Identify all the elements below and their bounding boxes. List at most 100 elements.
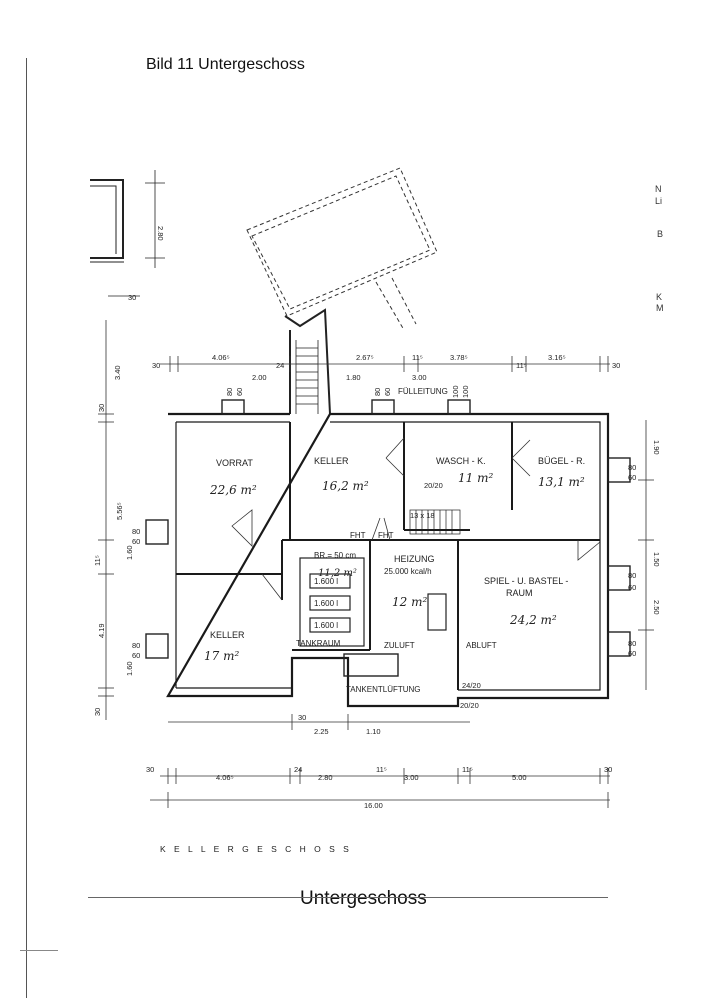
room-area-vorrat: 22,6 m² [209,483,257,497]
caption-rule [88,897,608,898]
dim-label: 80 [628,463,636,472]
room-area-keller: 16,2 m² [322,479,369,493]
dim-label: 80 [628,639,636,648]
dim-label: 80 [132,641,140,650]
fht-label: FHT [350,531,366,540]
dim-label: 24 [276,361,284,370]
dim-label: 30 [152,361,160,370]
terrace-outline [246,167,438,331]
dim-label: 80 [132,527,140,536]
room-name-vorrat: VORRAT [216,458,253,468]
dim-label: 30 [298,713,306,722]
dim-label: 80 [373,388,382,396]
dim-label: 60 [132,651,140,660]
dim-label: 30 [93,708,102,716]
room-name-keller-2: KELLER [210,630,245,640]
room-area-spielraum: 24,2 m² [509,613,557,627]
footer-line [20,950,58,951]
exterior-stair [284,308,331,415]
dim-label: 2.80 [318,773,333,782]
dim-label: 1.90 [652,440,661,455]
image-caption: Untergeschoss [300,888,427,909]
dim-label: 4.19 [97,623,106,638]
dim-label: 2.25 [314,727,329,736]
dim-label: 11⁵ [462,765,473,774]
door-swings [231,437,601,601]
dim-label: 11⁵ [376,765,387,774]
dim-label: 80 [225,388,234,396]
dim-label: 11⁵ [93,555,102,566]
room-name-waschkueche: WASCH - K. [436,456,486,466]
dim-label: 4.06⁵ [212,353,230,362]
dim-label: 3.16⁵ [548,353,566,362]
dim-label: 11⁵ [516,361,527,370]
dim-label: 100 [461,385,470,398]
dim-label: 1.60 [125,545,134,560]
dim-label: 1.80 [346,373,361,382]
room-name-spielraum: SPIEL - U. BASTEL - [484,576,568,586]
dim-label: 60 [383,388,392,396]
dim-label: 11⁵ [412,353,423,362]
opening-size-label: 20/20 [460,701,479,710]
room-name-heizung: HEIZUNG [394,554,435,564]
fht-label: FHT [378,531,394,540]
cut-off-text: M [656,303,664,313]
room-area-waschkueche: 11 m² [458,471,493,485]
inset-detail [90,170,165,297]
dim-label: 2.00 [252,373,267,382]
dim-label: 100 [451,385,460,398]
fill-line-label: FÜLLEITUNG [398,387,448,396]
dim-label: 24 [294,765,302,774]
tank-capacity: 1.600 l [314,599,338,608]
stair-treads [296,347,318,405]
tank-vent-label: TANKENTLÜFTUNG [346,685,421,694]
dim-label: 60 [132,537,140,546]
dim-label: 60 [628,583,636,592]
tank-room-area: 11,2 m² [318,568,357,579]
room-name-tankraum: TANKRAUM [296,639,341,648]
cut-off-text: K [656,292,663,302]
oil-tanks [299,557,447,647]
dim-label: 5.56⁵ [115,502,124,520]
dim-label: 30 [97,404,106,412]
dimension-lines [98,320,654,808]
heating-capacity: 25.000 kcal/h [384,567,432,576]
opening-size-label: 24/20 [462,681,481,690]
sheet-label: K E L L E R G E S C H O S S [160,844,352,854]
page-title: Bild 11 Untergeschoss [146,56,305,73]
exhaust-air-label: ABLUFT [466,641,497,650]
dim-label: 60 [235,388,244,396]
dim-label: 3.40 [113,365,122,380]
dim-label: 2.50 [652,600,661,615]
dim-label: 3.78⁵ [450,353,468,362]
cut-off-text: Li [655,196,663,206]
room-name-buegelraum: BÜGEL - R. [538,456,585,466]
window-wells [145,399,631,677]
dim-label: 30 [128,293,136,302]
room-name-spielraum-2: RAUM [506,588,533,598]
page-margin-line [26,58,27,998]
dim-label: 30 [604,765,612,774]
dim-label: 2.80 [156,226,165,241]
tank-capacity: 1.600 l [314,577,338,586]
dim-label: 3.00 [404,773,419,782]
dim-label: 1.50 [652,552,661,567]
dim-label: 60 [628,649,636,658]
room-area-heizung: 12 m² [392,595,427,609]
dim-label: 60 [628,473,636,482]
dim-label: 1.10 [366,727,381,736]
supply-air-label: ZULUFT [384,641,415,650]
dim-label: 2.67⁵ [356,353,374,362]
room-name-keller: KELLER [314,456,349,466]
dim-label: 30 [146,765,154,774]
dim-label: 5.00 [512,773,527,782]
dim-label: 4.06⁵ [216,773,234,782]
dim-total-label: 16.00 [364,801,383,810]
stair-size-label: 13 x 18 [410,511,435,520]
wall-thickness-label: BR.= 50 cm [314,551,356,560]
tank-capacity: 1.600 l [314,621,338,630]
room-area-keller-2: 17 m² [204,649,239,663]
dim-label: 30 [612,361,620,370]
